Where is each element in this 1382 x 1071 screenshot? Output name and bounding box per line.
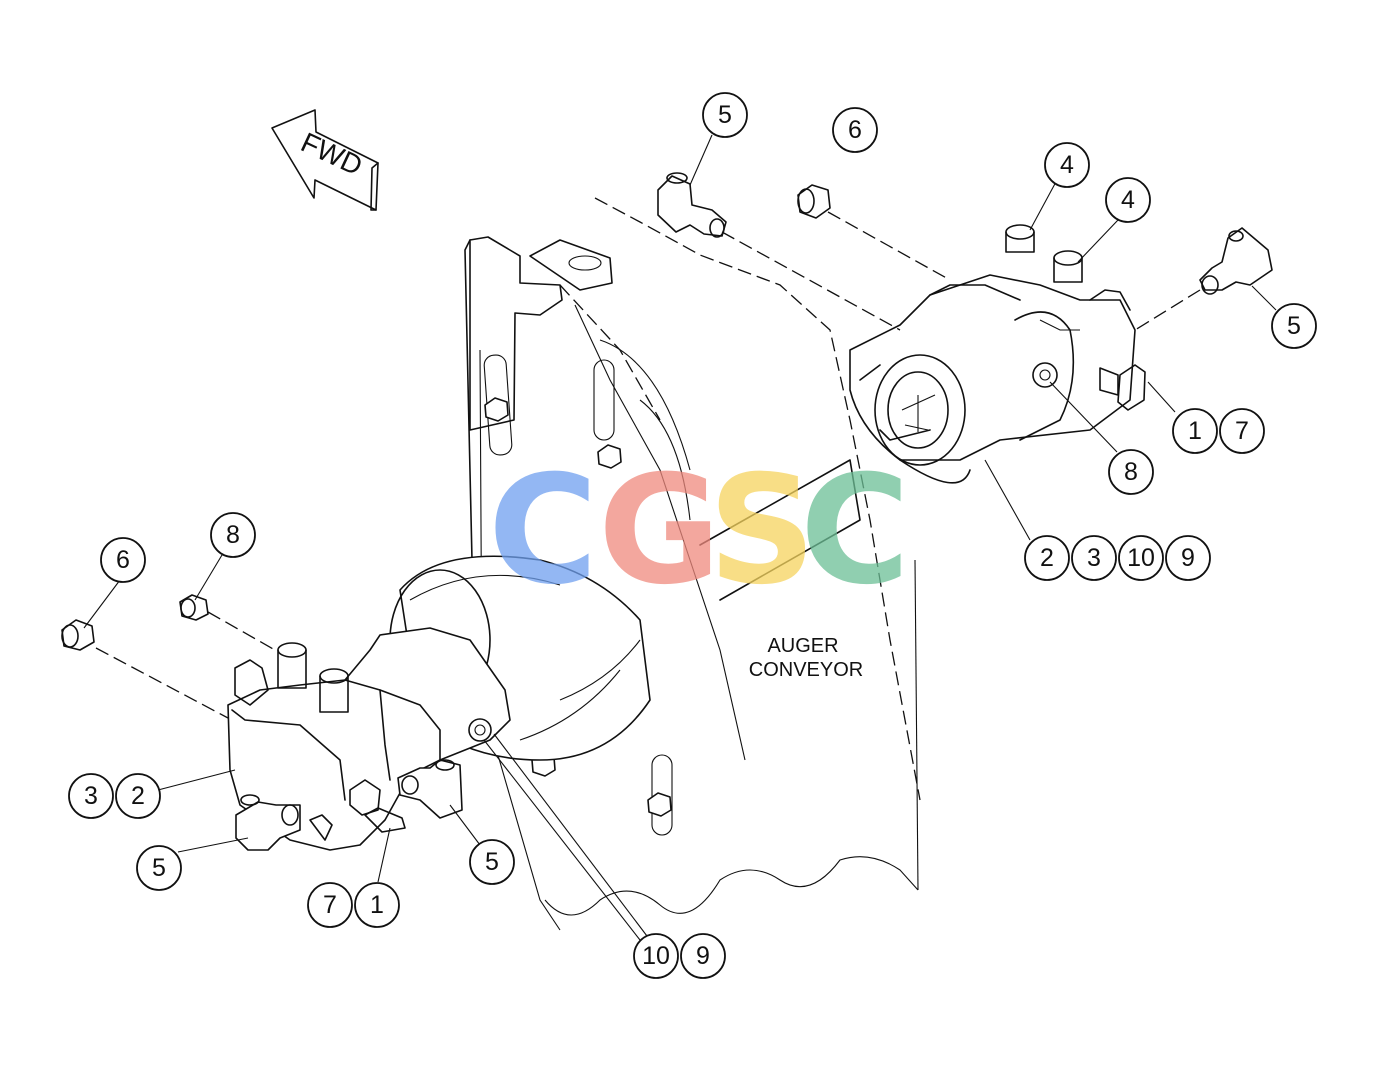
callout-number: 1: [1188, 417, 1202, 445]
right-elbow-fitting-top: [657, 172, 727, 238]
callout-number: 5: [718, 101, 732, 129]
leader-dash: [827, 211, 951, 281]
left-plug: [61, 619, 95, 651]
fwd-label: FWD: [296, 126, 367, 181]
callout-number: 1: [370, 891, 384, 919]
callout-4-b: 4: [1105, 177, 1151, 223]
callout-number: 9: [1181, 544, 1195, 572]
callout-9-right: 9: [1165, 535, 1211, 581]
callout-4-a: 4: [1044, 142, 1090, 188]
callout-2-left: 2: [115, 773, 161, 819]
callout-3-right: 3: [1071, 535, 1117, 581]
callout-number: 4: [1121, 186, 1135, 214]
callout-10-right: 10: [1118, 535, 1164, 581]
callout-8-right: 8: [1108, 449, 1154, 495]
callout-7-right: 7: [1219, 408, 1265, 454]
callout-5-left-side: 5: [469, 839, 515, 885]
assembly-label-line1: AUGER: [767, 635, 838, 657]
callout-9-left: 9: [680, 933, 726, 979]
right-elbow-fitting-side: [1199, 227, 1273, 295]
callout-2-right: 2: [1024, 535, 1070, 581]
callout-number: 7: [323, 891, 337, 919]
assembly-label-line2: CONVEYOR: [749, 659, 863, 681]
callout-number: 6: [116, 546, 130, 574]
callout-6-top: 6: [832, 107, 878, 153]
callout-number: 5: [152, 854, 166, 882]
left-elbow-fitting-side: [397, 759, 463, 819]
auger-conveyor-housing: [464, 197, 921, 931]
left-fitting-8: [179, 594, 209, 621]
fwd-arrow: FWD: [271, 109, 379, 211]
callout-7-left: 7: [307, 882, 353, 928]
callout-number: 3: [84, 782, 98, 810]
callout-8-left: 8: [210, 512, 256, 558]
left-elbow-fitting-lower: [235, 794, 301, 851]
callout-1-right: 1: [1172, 408, 1218, 454]
watermark-letter: G: [598, 444, 721, 618]
callout-number: 5: [485, 848, 499, 876]
callout-5-right: 5: [1271, 303, 1317, 349]
leader-dash: [95, 647, 229, 719]
callout-1-left: 1: [354, 882, 400, 928]
leader-dash: [207, 611, 276, 651]
callout-10-left: 10: [633, 933, 679, 979]
callout-number: 5: [1287, 312, 1301, 340]
leader-dash: [1134, 289, 1201, 331]
watermark-letter: S: [708, 444, 816, 618]
callout-number: 8: [226, 521, 240, 549]
callout-number: 10: [642, 942, 670, 970]
callout-number: 2: [131, 782, 145, 810]
callout-number: 2: [1040, 544, 1054, 572]
callout-leaders: [83, 134, 1277, 941]
callout-5-left-lower: 5: [136, 845, 182, 891]
callout-number: 7: [1235, 417, 1249, 445]
right-plug: [797, 184, 831, 219]
watermark-logo: C G S C: [488, 444, 910, 618]
watermark-letter: C: [488, 444, 598, 618]
callout-3-left: 3: [68, 773, 114, 819]
watermark-letter: C: [800, 444, 910, 618]
callout-number: 8: [1124, 458, 1138, 486]
leader-dash: [721, 231, 901, 331]
callout-number: 4: [1060, 151, 1074, 179]
callout-5-top: 5: [702, 92, 748, 138]
callout-number: 6: [848, 116, 862, 144]
right-hydraulic-motor: [849, 224, 1146, 484]
callout-6-left: 6: [100, 537, 146, 583]
callout-number: 10: [1127, 544, 1155, 572]
callout-number: 3: [1087, 544, 1101, 572]
callout-number: 9: [696, 942, 710, 970]
left-hydraulic-motor: [227, 627, 511, 851]
